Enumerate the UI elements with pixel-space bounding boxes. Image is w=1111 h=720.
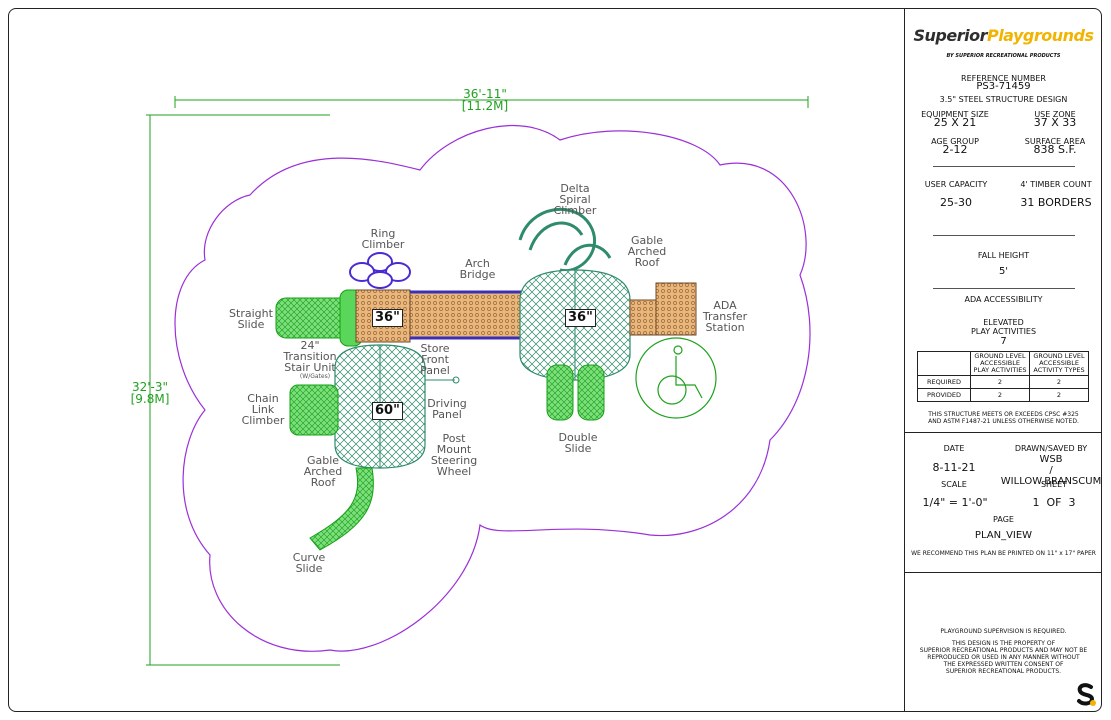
property-note: THIS DESIGN IS THE PROPERTY OF SUPERIOR … — [919, 640, 1088, 675]
label-delta-spiral-climber: Delta Spiral Climber — [553, 182, 597, 217]
row-label-provided: PROVIDED — [917, 388, 971, 402]
fall-height-label: FALL HEIGHT — [977, 251, 1030, 260]
deck-tag-36-left: 36" — [372, 309, 403, 327]
user-capacity-label: USER CAPACITY — [924, 180, 988, 189]
driving-panel-shape — [425, 376, 460, 384]
surface-area-value: 838 S.F. — [1033, 143, 1077, 156]
divider — [933, 166, 1075, 167]
label-ring-climber: Ring Climber — [361, 227, 405, 251]
surface-area-label: SURFACE AREA — [1024, 137, 1086, 146]
date-value: 8-11-21 — [932, 461, 976, 474]
use-zone-value: 37 X 33 — [1033, 116, 1077, 129]
provided-activity-types: 2 — [1029, 388, 1089, 402]
elevated-play-value: 7 — [1000, 336, 1007, 347]
equipment-size-label: EQUIPMENT SIZE — [921, 110, 989, 119]
sheet-label: SHEET — [1040, 480, 1068, 489]
drawn-by-value: WSB / WILLOW.BRANSCUM — [1000, 454, 1102, 487]
scale-label: SCALE — [941, 480, 967, 489]
timber-count-value: 31 BORDERS — [1020, 196, 1092, 209]
structure-design: 3.5" STEEL STRUCTURE DESIGN — [939, 95, 1068, 104]
required-activity-types: 2 — [1029, 375, 1089, 389]
label-straight-slide: Straight Slide — [229, 307, 273, 331]
divider — [933, 288, 1075, 289]
label-transition-stair: 24" Transition Stair Unit — [283, 339, 337, 374]
page-label: PAGE — [993, 515, 1014, 524]
label-ada-transfer-station: ADA Transfer Station — [702, 299, 748, 334]
deck-tag-36-right: 36" — [565, 309, 596, 327]
age-group-value: 2-12 — [942, 143, 968, 156]
plan-view-drawing — [146, 96, 811, 666]
width-dimension-label: 36'-11" [11.2M] — [461, 87, 509, 113]
delta-spiral-climber-shape — [518, 208, 612, 273]
arch-bridge-shape — [409, 290, 523, 340]
label-w-gates: (W/Gates) — [299, 373, 331, 380]
accessibility-table: GROUND LEVEL ACCESSIBLE PLAY ACTIVITIES … — [917, 351, 1089, 402]
deck-tag-60: 60" — [372, 402, 403, 420]
required-play-activities: 2 — [970, 375, 1030, 389]
scale-value: 1/4" = 1'-0" — [922, 496, 988, 509]
row-label-required: REQUIRED — [917, 375, 971, 389]
age-group-label: AGE GROUP — [931, 137, 979, 146]
equipment-size-value: 25 X 21 — [933, 116, 977, 129]
ada-accessibility-label: ADA ACCESSIBILITY — [964, 295, 1043, 304]
reference-number: PS3-71459 — [976, 81, 1031, 92]
table-header-activity-types: GROUND LEVEL ACCESSIBLE ACTIVITY TYPES — [1029, 351, 1089, 376]
sheet-value: 1 OF 3 — [1032, 496, 1076, 509]
chain-link-climber-shape — [289, 384, 339, 436]
drawn-by-label: DRAWN/SAVED BY — [1014, 444, 1088, 453]
reference-label: REFERENCE NUMBER — [961, 74, 1046, 83]
use-zone-label: USE ZONE — [1034, 110, 1076, 119]
label-arch-bridge: Arch Bridge — [459, 257, 496, 281]
label-driving-panel: Driving Panel — [427, 397, 467, 421]
label-chain-link-climber: Chain Link Climber — [241, 392, 285, 427]
elevated-play-label: ELEVATED PLAY ACTIVITIES — [970, 318, 1037, 336]
label-curve-slide: Curve Slide — [292, 551, 326, 575]
print-note: WE RECOMMEND THIS PLAN BE PRINTED ON 11"… — [911, 550, 1096, 557]
supervision-note: PLAYGROUND SUPERVISION IS REQUIRED. — [940, 628, 1067, 635]
date-label: DATE — [943, 444, 965, 453]
fall-height-value: 5' — [998, 266, 1009, 277]
label-post-mount-steering-wheel: Post Mount Steering Wheel — [430, 432, 478, 478]
page-value: PLAN_VIEW — [974, 530, 1033, 541]
label-gable-arched-roof-left: Gable Arched Roof — [303, 454, 343, 489]
user-capacity-value: 25-30 — [940, 196, 972, 209]
brand-logo: SuperiorPlaygrounds — [909, 26, 1098, 45]
label-double-slide: Double Slide — [558, 431, 598, 455]
wheelchair-symbol — [635, 337, 717, 419]
brand-part2: Playgrounds — [986, 26, 1094, 45]
brand-part1: Superior — [913, 26, 987, 45]
divider — [933, 235, 1075, 236]
title-block: SuperiorPlaygrounds BY SUPERIOR RECREATI… — [904, 8, 1102, 712]
height-dimension — [146, 114, 340, 666]
cpsc-note: THIS STRUCTURE MEETS OR EXCEEDS CPSC #32… — [928, 411, 1079, 425]
table-header-empty — [917, 351, 971, 376]
divider — [905, 572, 1102, 573]
ring-climber-shape — [349, 252, 411, 289]
straight-slide-shape — [275, 289, 363, 347]
height-dimension-label: 32'-3" [9.8M] — [130, 380, 170, 406]
divider — [905, 432, 1102, 433]
curve-slide-shape — [309, 467, 374, 551]
label-store-front-panel: Store Front Panel — [420, 342, 450, 377]
width-dimension — [174, 96, 809, 108]
label-gable-arched-roof-right: Gable Arched Roof — [627, 234, 667, 269]
timber-count-label: 4' TIMBER COUNT — [1020, 180, 1092, 189]
table-header-play-activities: GROUND LEVEL ACCESSIBLE PLAY ACTIVITIES — [970, 351, 1030, 376]
provided-play-activities: 2 — [970, 388, 1030, 402]
ada-transfer-station-shape — [629, 282, 697, 336]
use-zone-outline — [174, 125, 811, 652]
s-logo-icon — [1077, 683, 1096, 706]
double-slide-shape — [546, 364, 605, 421]
brand-tagline: BY SUPERIOR RECREATIONAL PRODUCTS — [946, 53, 1061, 59]
